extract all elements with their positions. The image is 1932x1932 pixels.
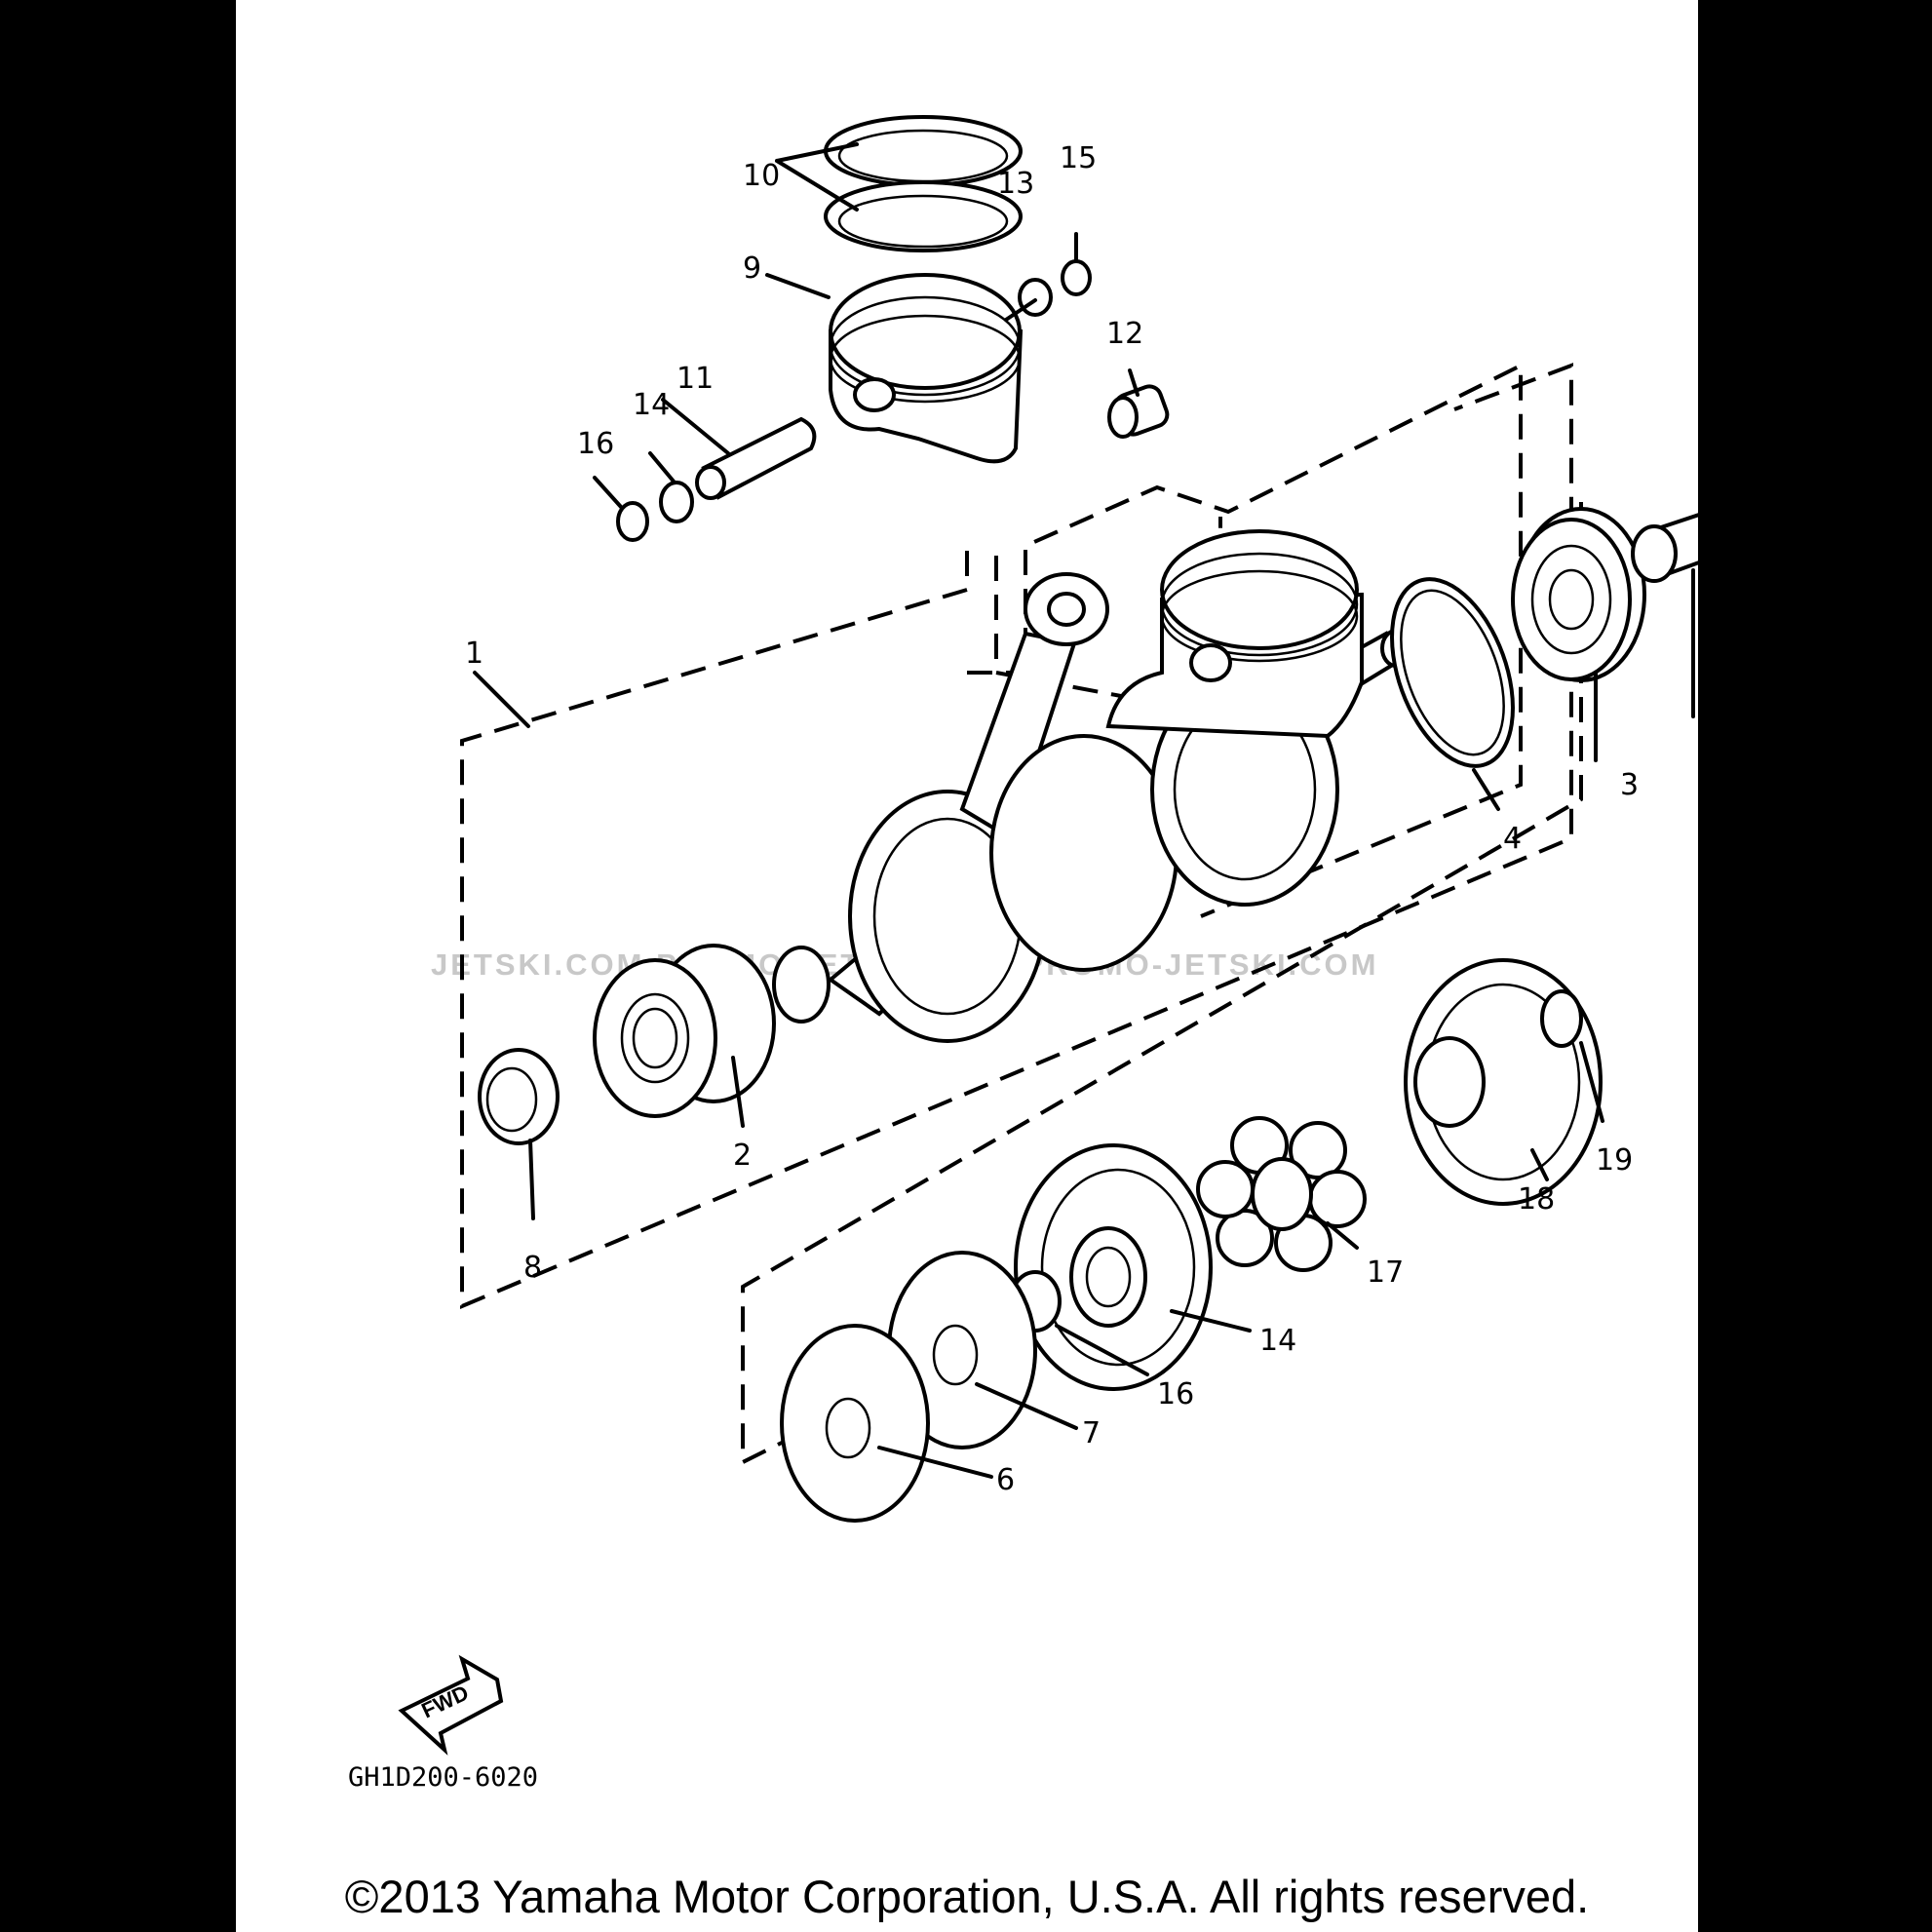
oil-seal-part [478, 1048, 560, 1145]
callout-label: 16 [577, 427, 614, 461]
drawing-code: GH1D200-6020 [348, 1762, 538, 1793]
bearing-part [1511, 507, 1646, 682]
callout-label: 9 [743, 251, 761, 286]
damper-part [1196, 1116, 1367, 1272]
circlip-part [616, 501, 649, 542]
piston-pin-part [695, 416, 817, 500]
callout-labels: 10 9 13 15 12 11 14 16 1 5 3 4 2 8 19 18… [465, 141, 1639, 1497]
callout-label: 3 [1620, 768, 1639, 802]
forward-direction-arrow-icon: FWD [398, 1654, 504, 1756]
callout-label: 4 [1503, 822, 1522, 856]
exploded-parts-diagram: JETSKI.COM PROMO-JETSKI.COM PROMO-JETSKI… [348, 115, 1698, 1793]
callout-label: 11 [676, 362, 714, 396]
callout-label: 6 [996, 1463, 1015, 1497]
copyright-notice: ©2013 Yamaha Motor Corporation, U.S.A. A… [344, 1871, 1590, 1922]
callout-label: 19 [1596, 1143, 1633, 1178]
callout-label: 13 [997, 167, 1034, 201]
callout-label: 15 [1060, 141, 1097, 175]
needle-bearing-part [1107, 384, 1170, 439]
circlip-part [659, 481, 694, 523]
assembly-outline-coupling [741, 502, 1583, 1466]
piston-part [829, 273, 1024, 464]
callout-label: 12 [1106, 317, 1143, 351]
piston-ring-part [824, 115, 1023, 252]
collar-part [1631, 513, 1698, 583]
callout-label: 10 [743, 159, 780, 193]
callout-label: 16 [1157, 1377, 1194, 1411]
leader-lines [473, 142, 1695, 1479]
callout-label: 2 [733, 1139, 752, 1173]
callout-label: 8 [523, 1251, 542, 1285]
ring-part [1390, 577, 1515, 768]
callout-label: 17 [1367, 1256, 1404, 1290]
bearing-part [593, 944, 776, 1118]
callout-label: 14 [633, 388, 670, 422]
assembly-outline-crankshaft [460, 363, 1573, 1310]
callout-label: 18 [1518, 1182, 1555, 1217]
coupling-part [1014, 1143, 1213, 1391]
ring-part-inner [1400, 589, 1505, 756]
callout-label: 14 [1259, 1324, 1296, 1358]
crankshaft-part [772, 529, 1411, 1043]
diagram-sheet: JETSKI.COM PROMO-JETSKI.COM PROMO-JETSKI… [236, 0, 1698, 1932]
callout-label: 7 [1082, 1416, 1101, 1450]
plate-part [780, 1324, 930, 1523]
circlip-part [1061, 259, 1092, 296]
o-ring-part [1540, 989, 1583, 1048]
callout-label: 1 [465, 637, 483, 671]
